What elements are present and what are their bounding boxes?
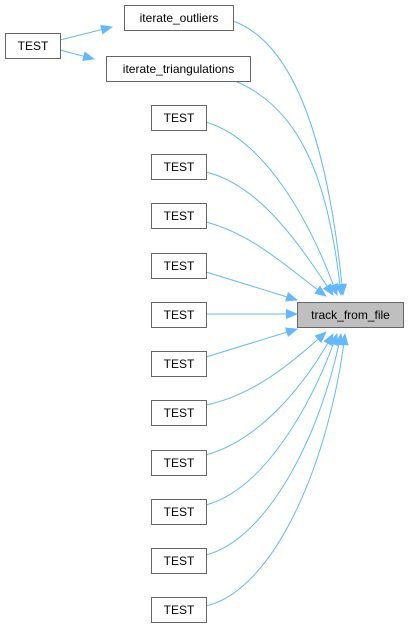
edge-test_10-to-track_from_file — [205, 333, 344, 556]
node-label: TEST — [164, 603, 195, 617]
node-test_7[interactable]: TEST — [151, 400, 207, 426]
node-label: TEST — [164, 111, 195, 125]
edge-test_6-to-track_from_file — [205, 327, 298, 358]
node-test_2[interactable]: TEST — [151, 154, 207, 180]
node-box[interactable] — [151, 351, 207, 377]
node-box[interactable] — [151, 548, 207, 574]
node-box[interactable] — [151, 253, 207, 279]
edge-test_8-to-track_from_file — [205, 333, 334, 456]
node-box[interactable] — [297, 302, 404, 328]
node-label: track_from_file — [311, 308, 390, 322]
node-test_10[interactable]: TEST — [151, 548, 207, 574]
node-test_4[interactable]: TEST — [151, 253, 207, 279]
edge-test_3-to-track_from_file — [205, 221, 327, 297]
node-label: TEST — [164, 406, 195, 420]
node-test_11[interactable]: TEST — [151, 597, 207, 623]
edge-test_left-to-iterate_triangulations — [59, 49, 95, 62]
node-label: iterate_outliers — [140, 11, 219, 25]
node-label: TEST — [164, 308, 195, 322]
edge-test_2-to-track_from_file — [205, 171, 334, 296]
node-label: TEST — [164, 554, 195, 568]
node-label: iterate_triangulations — [123, 62, 234, 76]
nodes: TEST iterate_outliers iterate_triangulatio… — [5, 5, 404, 623]
node-box[interactable] — [151, 499, 207, 525]
edges — [59, 20, 349, 607]
node-test_9[interactable]: TEST — [151, 499, 207, 525]
node-box[interactable] — [106, 56, 251, 82]
edge-test_4-to-track_from_file — [205, 271, 298, 302]
node-label: TEST — [18, 39, 49, 53]
node-box[interactable] — [151, 400, 207, 426]
node-label: TEST — [164, 357, 195, 371]
edge-iterate_triangulations-to-track_from_file — [234, 80, 345, 296]
node-test_3[interactable]: TEST — [151, 203, 207, 229]
node-track_from_file[interactable]: track_from_file — [297, 302, 404, 328]
node-test_8[interactable]: TEST — [151, 450, 207, 476]
edge-test_11-to-track_from_file — [205, 333, 349, 607]
edge-test_left-to-iterate_outliers — [59, 24, 113, 41]
node-box[interactable] — [151, 105, 207, 131]
node-test_left[interactable]: TEST — [5, 33, 61, 59]
edge-iterate_outliers-to-track_from_file — [232, 20, 347, 296]
node-box[interactable] — [5, 33, 61, 59]
node-box[interactable] — [151, 154, 207, 180]
node-test_6[interactable]: TEST — [151, 351, 207, 377]
node-iterate_triangulations[interactable]: iterate_triangulations — [106, 56, 251, 82]
edge-test_7-to-track_from_file — [205, 331, 327, 406]
node-box[interactable] — [151, 302, 207, 328]
node-box[interactable] — [151, 450, 207, 476]
node-iterate_outliers[interactable]: iterate_outliers — [124, 5, 234, 31]
node-label: TEST — [164, 259, 195, 273]
node-label: TEST — [164, 456, 195, 470]
node-label: TEST — [164, 209, 195, 223]
node-test_5[interactable]: TEST — [151, 302, 207, 328]
node-box[interactable] — [151, 597, 207, 623]
node-box[interactable] — [124, 5, 234, 31]
edge-test_9-to-track_from_file — [205, 333, 339, 506]
node-label: TEST — [164, 160, 195, 174]
node-box[interactable] — [151, 203, 207, 229]
node-test_1[interactable]: TEST — [151, 105, 207, 131]
edge-test_1-to-track_from_file — [205, 121, 338, 296]
node-label: TEST — [164, 505, 195, 519]
